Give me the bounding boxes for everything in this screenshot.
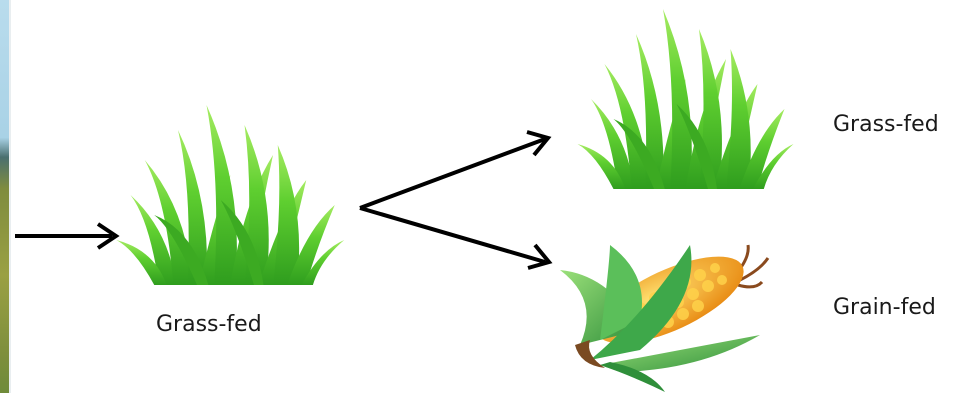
source-label: Grass-fed xyxy=(156,312,262,337)
grass-icon xyxy=(116,105,344,285)
grass-icon xyxy=(578,9,794,189)
branch-arrow-down xyxy=(360,208,549,268)
corn-icon xyxy=(560,239,768,392)
outcome-label-grass-fed: Grass-fed xyxy=(833,112,939,137)
input-arrow xyxy=(15,224,116,248)
branch-arrow-up xyxy=(360,132,548,208)
outcome-label-grain-fed: Grain-fed xyxy=(833,295,936,320)
